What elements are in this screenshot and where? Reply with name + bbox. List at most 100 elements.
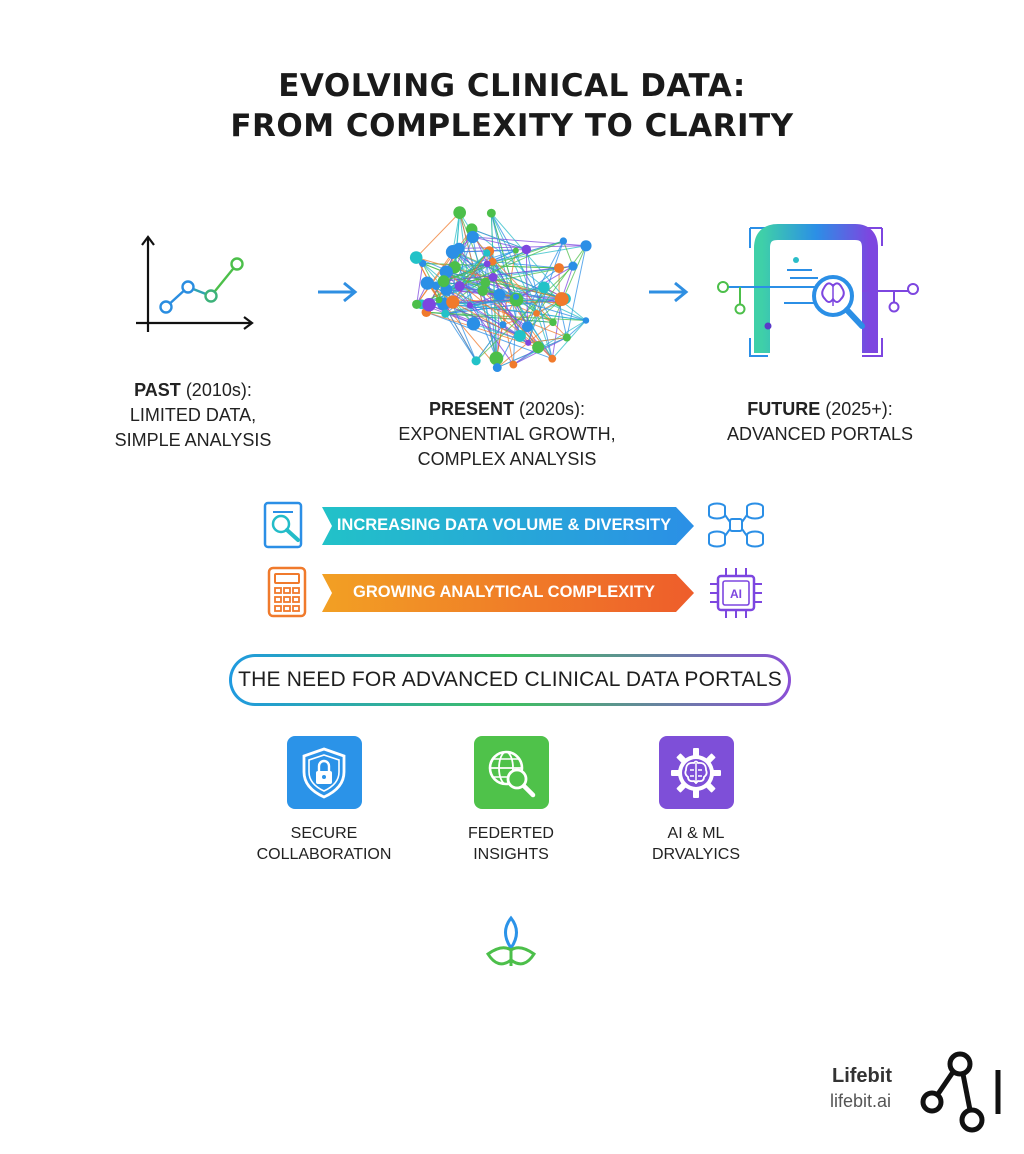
network-node: [548, 354, 557, 363]
network-node: [582, 317, 590, 324]
network-node: [533, 310, 540, 317]
network-node: [522, 321, 533, 333]
network-node: [435, 296, 443, 304]
network-edge: [471, 228, 527, 250]
feature-label-line-1: SECURE: [290, 825, 358, 842]
network-node: [562, 333, 571, 342]
network-node: [471, 356, 481, 366]
network-node: [483, 249, 491, 257]
network-edge: [459, 240, 564, 287]
network-edge: [426, 311, 586, 321]
network-node: [521, 244, 532, 255]
network-edge: [472, 236, 527, 250]
network-edge: [566, 245, 587, 338]
network-node: [409, 251, 423, 264]
stage-past-label: PAST: [134, 380, 181, 400]
stage-present-line-1: EXPONENTIAL GROWTH,: [398, 424, 616, 444]
stage-present-line-2: COMPLEX ANALYSIS: [417, 449, 597, 469]
stage-past-text: PAST (2010s): LIMITED DATA, SIMPLE ANALY…: [88, 378, 298, 453]
trend-label-data-volume: INCREASING DATA VOLUME & DIVERSITY: [336, 516, 672, 534]
network-node: [441, 309, 450, 318]
brain-gear-icon: [658, 736, 734, 809]
globe-search-icon: [473, 736, 549, 809]
brand-url: lifebit.ai: [830, 1091, 892, 1111]
document-search-icon: [260, 500, 310, 555]
network-node: [466, 230, 479, 244]
page-title-line-1: EVOLVING CLINICAL DATA:: [278, 68, 746, 104]
line-chart-icon: [128, 232, 258, 342]
network-node: [513, 329, 526, 342]
feature-secure-collaboration: SECURE COLLABORATION: [234, 736, 414, 865]
network-edge: [469, 299, 517, 306]
network-edge: [426, 311, 553, 360]
stage-past-line-2: SIMPLE ANALYSIS: [114, 430, 272, 450]
network-edge: [525, 249, 553, 359]
network-edge: [475, 324, 504, 362]
feature-label-line-2: DRVALYICS: [651, 846, 741, 863]
page-title-line-2: FROM COMPLEXITY TO CLARITY: [230, 108, 794, 144]
network-node: [512, 293, 520, 300]
network-node: [486, 208, 496, 218]
stage-present-period: (2020s):: [519, 399, 586, 419]
need-banner-text: THE NEED FOR ADVANCED CLINICAL DATA PORT…: [232, 657, 788, 703]
feature-label-line-1: FEDERTED: [468, 825, 554, 842]
network-node: [431, 281, 440, 290]
network-edge: [552, 245, 587, 323]
network-node: [439, 265, 453, 279]
network-node: [492, 363, 502, 373]
network-node: [549, 318, 557, 327]
lifebit-logo-icon: [918, 1050, 1008, 1139]
network-edge: [513, 320, 587, 365]
stage-future-period: (2025+):: [825, 399, 893, 419]
network-edge: [525, 249, 528, 327]
network-node: [454, 281, 465, 292]
sprout-icon: [484, 914, 538, 977]
network-node: [477, 285, 488, 297]
network-node: [437, 275, 450, 288]
network-edge: [415, 212, 461, 258]
network-node: [445, 245, 460, 259]
network-node: [466, 317, 481, 331]
network-edge: [452, 252, 488, 303]
stage-present-label: PRESENT: [428, 399, 514, 419]
need-banner: THE NEED FOR ADVANCED CLINICAL DATA PORT…: [229, 654, 791, 706]
trend-band-data-volume: INCREASING DATA VOLUME & DIVERSITY: [322, 507, 694, 550]
network-edge: [497, 336, 568, 369]
network-node: [488, 272, 498, 282]
feature-federated-insights: FEDERTED INSIGHTS: [421, 736, 601, 865]
data-portal-icon: [712, 218, 922, 368]
network-node: [538, 281, 550, 294]
network-node: [446, 295, 460, 309]
feature-label-line-2: INSIGHTS: [473, 846, 549, 863]
network-node: [554, 292, 569, 307]
network-node: [466, 302, 474, 309]
network-node: [525, 339, 532, 346]
network-node: [568, 261, 578, 271]
network-node: [480, 277, 491, 288]
shield-lock-icon: [286, 736, 362, 809]
brand-name: Lifebit: [832, 1065, 892, 1087]
network-edge: [496, 321, 554, 368]
network-node: [483, 260, 491, 268]
network-node: [453, 206, 466, 219]
stage-future-text: FUTURE (2025+): ADVANCED PORTALS: [715, 397, 925, 447]
feature-label-line-1: AI & ML: [667, 825, 725, 842]
network-edge: [492, 245, 587, 263]
network-node: [489, 351, 504, 366]
network-edge: [471, 228, 521, 337]
network-edge: [558, 302, 568, 338]
stage-present-text: PRESENT (2020s): EXPONENTIAL GROWTH, COM…: [382, 397, 632, 472]
network-edge: [526, 287, 545, 327]
network-node: [420, 276, 434, 290]
network-node: [509, 360, 518, 369]
network-edge: [443, 240, 564, 282]
network-node: [499, 321, 507, 329]
network-edge: [566, 320, 587, 338]
network-edge: [492, 261, 560, 269]
network-node: [422, 298, 436, 312]
trend-label-analytical-complexity: GROWING ANALYTICAL COMPLEXITY: [353, 583, 655, 601]
stage-future-line-1: ADVANCED PORTALS: [726, 424, 914, 444]
network-edge: [416, 251, 454, 305]
trend-band-analytical-complexity: GROWING ANALYTICAL COMPLEXITY: [322, 574, 694, 617]
network-node: [532, 341, 545, 354]
